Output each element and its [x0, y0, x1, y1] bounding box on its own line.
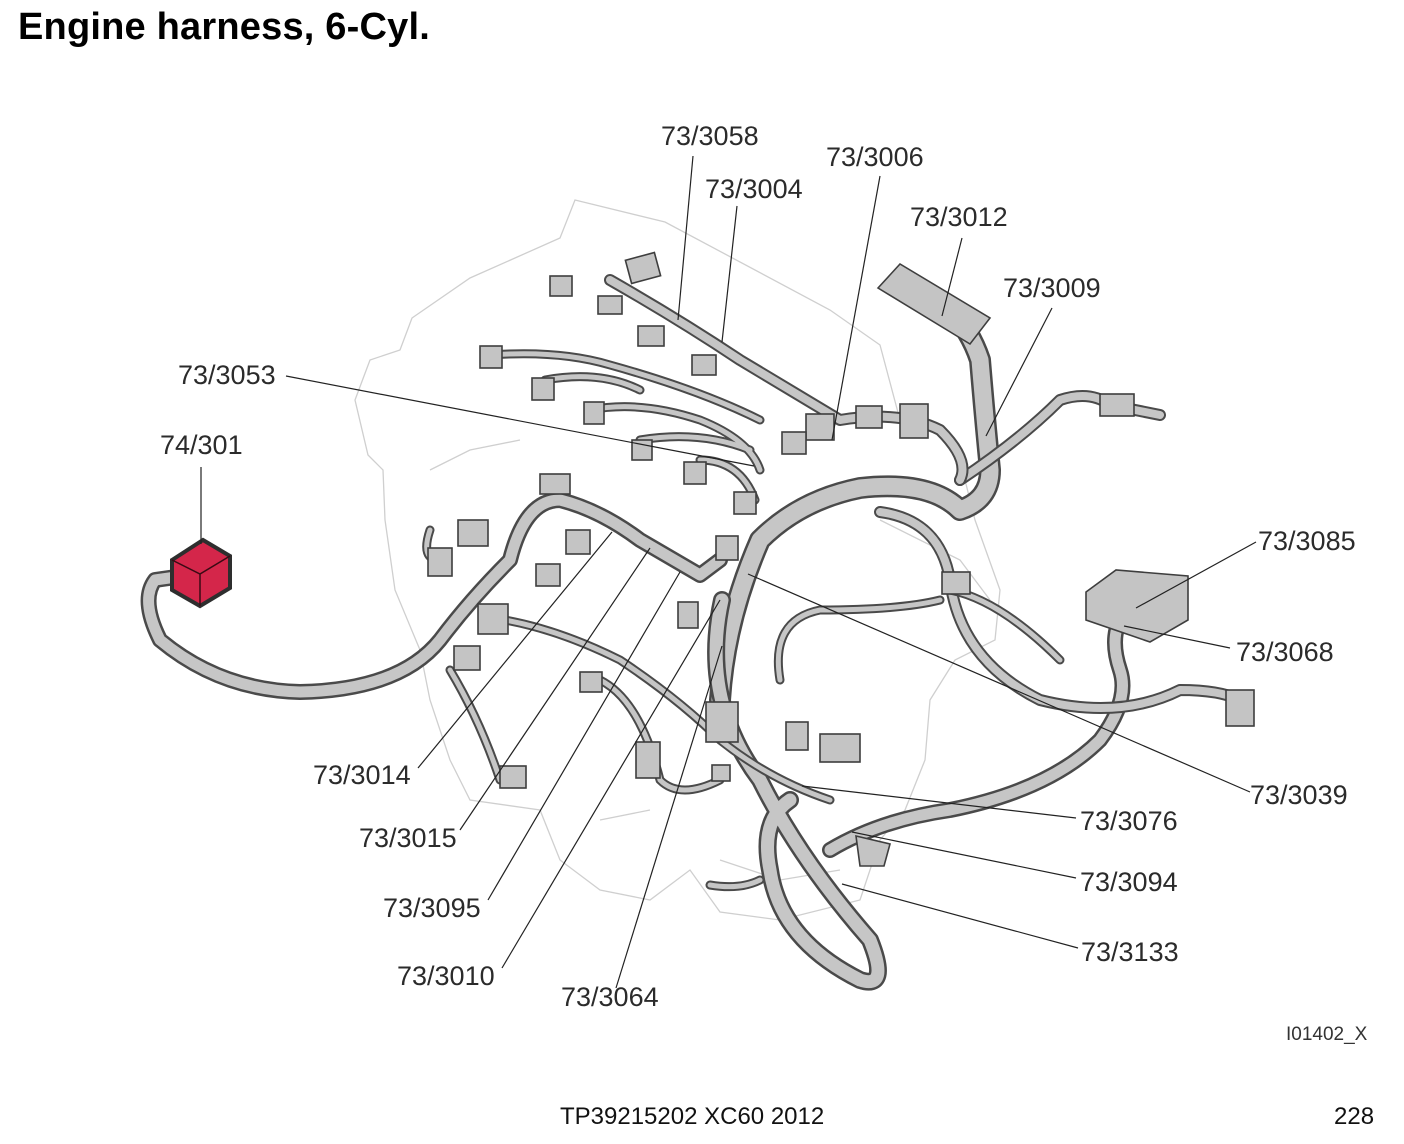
callout-73-3058: 73/3058 — [661, 121, 759, 151]
callout-73-3064: 73/3064 — [561, 982, 659, 1012]
callout-leaders — [200, 155, 1257, 989]
callout-73-3076: 73/3076 — [1080, 806, 1178, 836]
figure-reference: I01402_X — [1286, 1024, 1368, 1045]
footer-page-number: 228 — [1334, 1103, 1375, 1130]
callout-73-3068: 73/3068 — [1236, 637, 1334, 667]
callout-73-3006: 73/3006 — [826, 142, 924, 172]
callout-73-3085: 73/3085 — [1258, 526, 1356, 556]
callout-74-301: 74/301 — [160, 430, 243, 460]
callout-73-3009: 73/3009 — [1003, 273, 1101, 303]
callout-73-3012: 73/3012 — [910, 202, 1008, 232]
callout-73-3095: 73/3095 — [383, 893, 481, 923]
callout-73-3039: 73/3039 — [1250, 780, 1348, 810]
callout-73-3133: 73/3133 — [1081, 937, 1179, 967]
page-title: Engine harness, 6-Cyl. — [18, 6, 430, 48]
callout-73-3094: 73/3094 — [1080, 867, 1178, 897]
callout-73-3014: 73/3014 — [313, 760, 411, 790]
callout-73-3004: 73/3004 — [705, 174, 803, 204]
callout-73-3010: 73/3010 — [397, 961, 495, 991]
harness-connectors — [427, 251, 1255, 867]
footer-document-id: TP39215202 XC60 2012 — [560, 1103, 825, 1130]
part-74-301-highlight — [170, 537, 232, 609]
callout-73-3015: 73/3015 — [359, 823, 457, 853]
callout-73-3053: 73/3053 — [178, 360, 276, 390]
